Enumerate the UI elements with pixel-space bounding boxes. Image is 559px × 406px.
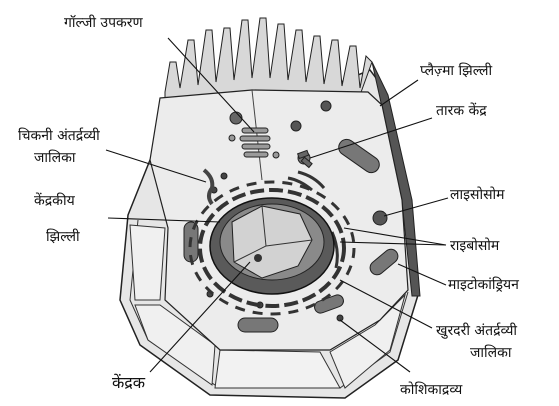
- nucleolus-dot: [254, 254, 262, 262]
- label-lysosome: लाइसोसोम: [450, 186, 505, 204]
- label-nuclear-membrane-cont: झिल्ली: [46, 228, 80, 246]
- nucleus: [210, 198, 334, 294]
- label-cytoplasm: कोशिकाद्रव्य: [400, 381, 462, 399]
- label-plasma-membrane: प्लैज़्मा झिल्ली: [420, 62, 492, 80]
- label-centrosome: तारक केंद्र: [436, 102, 487, 120]
- label-nuclear-membrane: केंद्रकीय: [34, 192, 75, 210]
- label-smooth-er: चिकनी अंतर्द्रव्यी: [18, 127, 100, 145]
- label-rough-er: खुरदरी अंतर्द्रव्यी: [436, 322, 517, 340]
- label-ribosome: राइबोसोम: [450, 237, 499, 255]
- label-mitochondrion: माइटोकांड्रियन: [448, 276, 519, 294]
- label-rough-er-cont: जालिका: [470, 344, 512, 362]
- microvilli: [165, 18, 372, 100]
- label-smooth-er-cont: जालिका: [34, 149, 76, 167]
- label-golgi-apparatus: गॉल्जी उपकरण: [64, 14, 143, 32]
- lysosome-body: [373, 211, 387, 225]
- label-nucleolus: केंद्रक: [112, 374, 145, 392]
